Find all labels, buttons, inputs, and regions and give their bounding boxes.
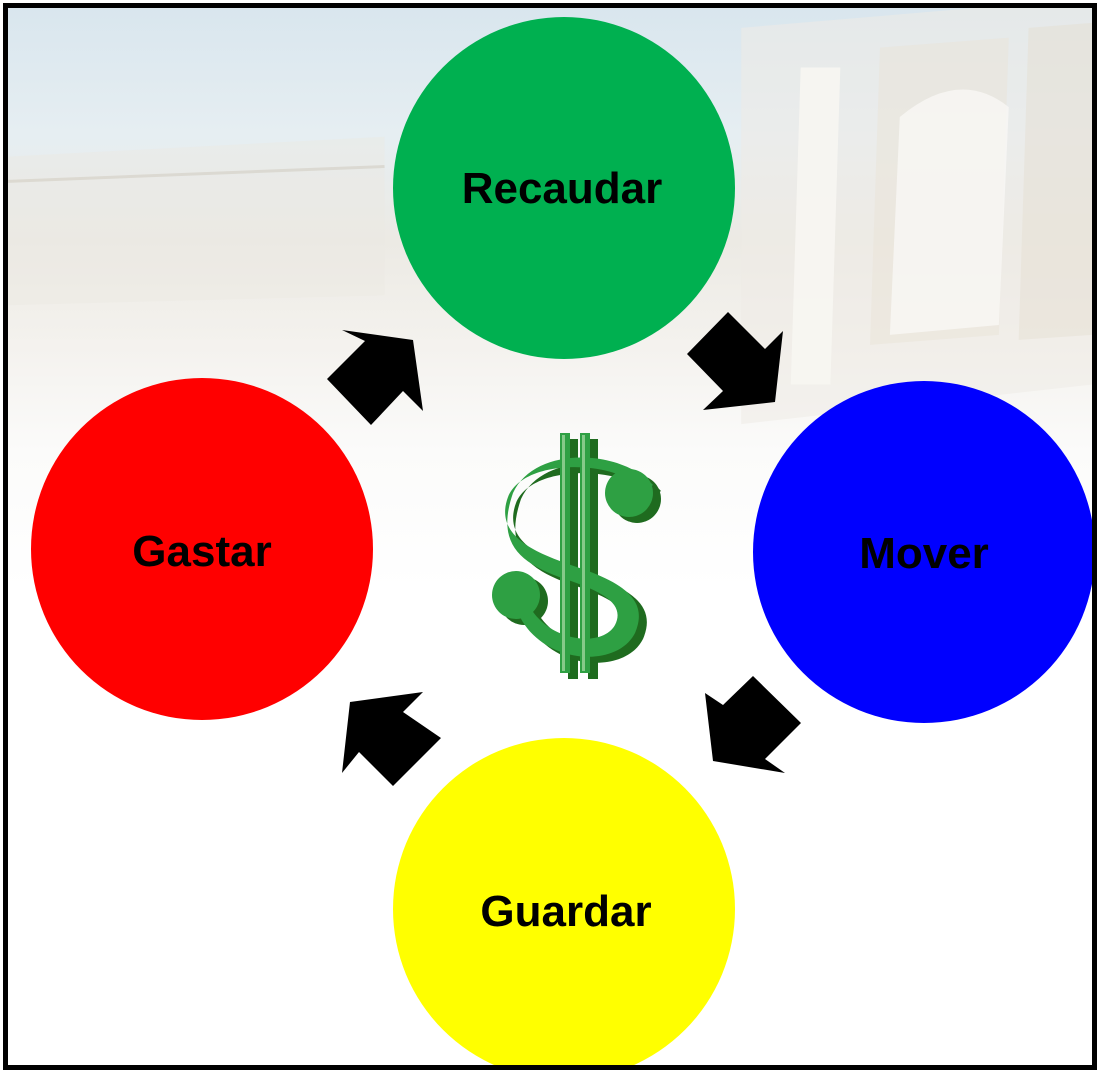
mover-circle [753, 381, 1092, 723]
recaudar-circle [393, 17, 735, 359]
gastar-circle [31, 378, 373, 720]
gastar-label: Gastar [132, 527, 271, 576]
cycle-diagram: Recaudar Mover Guardar Gastar [31, 17, 1092, 1065]
arrow-icon [327, 330, 423, 425]
mover-label: Mover [859, 529, 989, 578]
node-recaudar: Recaudar [393, 17, 735, 359]
arrow-icon [687, 312, 783, 410]
guardar-circle [393, 738, 735, 1065]
diagram-frame: Recaudar Mover Guardar Gastar [3, 3, 1097, 1070]
dollar-sign-icon [492, 433, 661, 679]
arrow-guardar-to-gastar [342, 692, 441, 786]
arrow-icon [705, 676, 801, 773]
node-gastar: Gastar [31, 378, 373, 720]
node-guardar: Guardar [393, 738, 735, 1065]
node-mover: Mover [753, 381, 1092, 723]
arrow-gastar-to-recaudar [327, 330, 423, 425]
arrow-icon [342, 692, 441, 786]
arrow-recaudar-to-mover [687, 312, 783, 410]
recaudar-label: Recaudar [462, 164, 663, 213]
guardar-label: Guardar [480, 887, 651, 936]
arrow-mover-to-guardar [705, 676, 801, 773]
